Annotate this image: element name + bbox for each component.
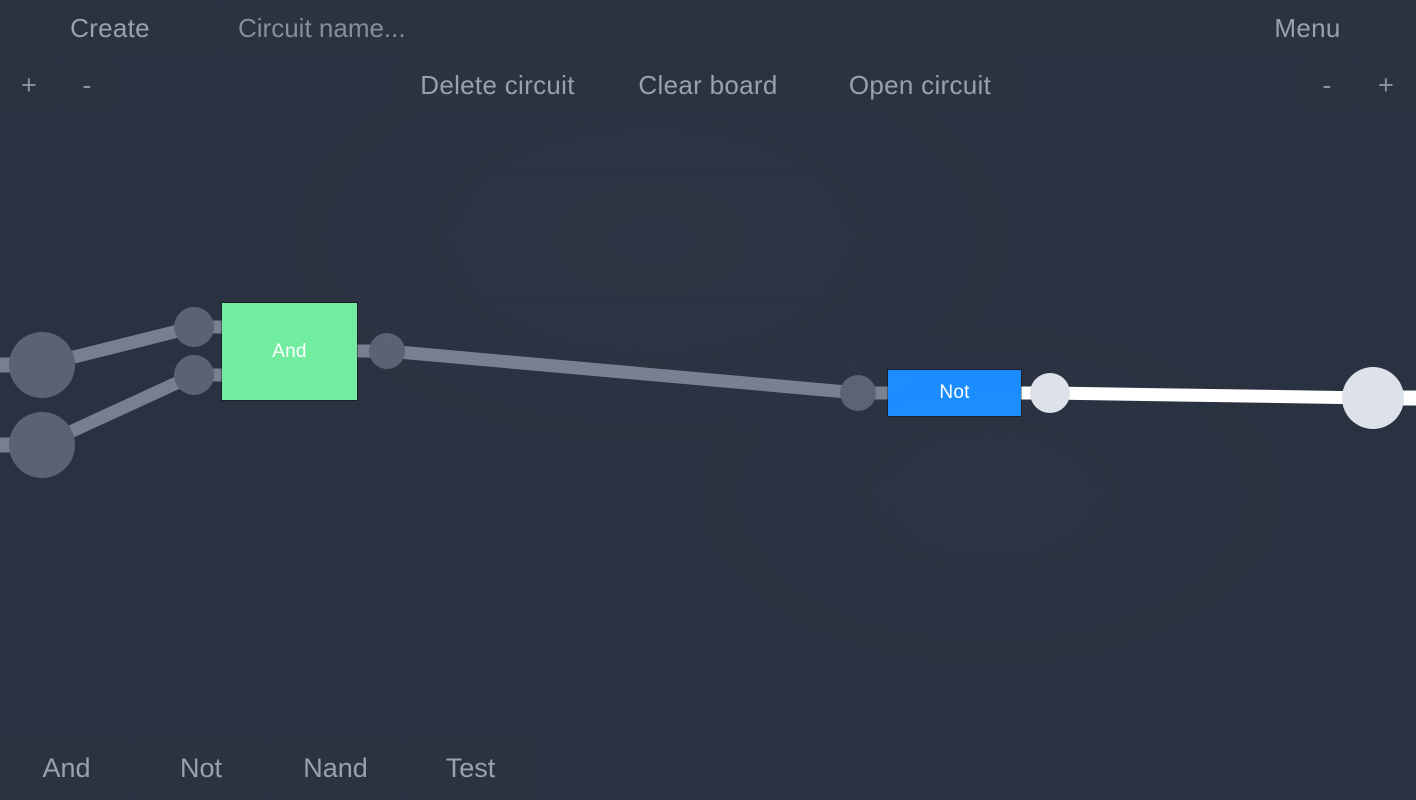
pan-in-button[interactable]: + (1358, 58, 1414, 112)
not-output[interactable] (1030, 373, 1070, 413)
clear-board-button[interactable]: Clear board (601, 58, 815, 112)
input-node-b[interactable] (9, 412, 75, 478)
zoom-in-button[interactable]: + (2, 58, 56, 112)
output-node[interactable] (1342, 367, 1404, 429)
menu-button[interactable]: Menu (1199, 2, 1416, 54)
pan-out-button[interactable]: - (1300, 58, 1354, 112)
input-node-a[interactable] (9, 332, 75, 398)
wire-and-to-not[interactable] (386, 344, 859, 400)
palette-button-not[interactable]: Not (135, 739, 267, 797)
palette-button-and[interactable]: And (0, 739, 133, 797)
open-circuit-button[interactable]: Open circuit (820, 58, 1020, 112)
gate-label: Not (939, 382, 970, 403)
wire-not-to-out[interactable] (1049, 386, 1374, 405)
delete-circuit-button[interactable]: Delete circuit (396, 58, 599, 112)
and-input-1[interactable] (174, 307, 214, 347)
not-input[interactable] (840, 375, 876, 411)
palette-button-nand[interactable]: Nand (269, 739, 402, 797)
palette-button-test[interactable]: Test (404, 739, 537, 797)
gate-not[interactable]: Not (888, 370, 1021, 416)
and-input-2[interactable] (174, 355, 214, 395)
circuit-name-input[interactable] (222, 2, 1198, 54)
gate-label: And (272, 340, 307, 362)
create-button[interactable]: Create (0, 2, 220, 54)
gate-and[interactable]: And (222, 303, 357, 400)
zoom-out-button[interactable]: - (60, 58, 114, 112)
and-output[interactable] (369, 333, 405, 369)
